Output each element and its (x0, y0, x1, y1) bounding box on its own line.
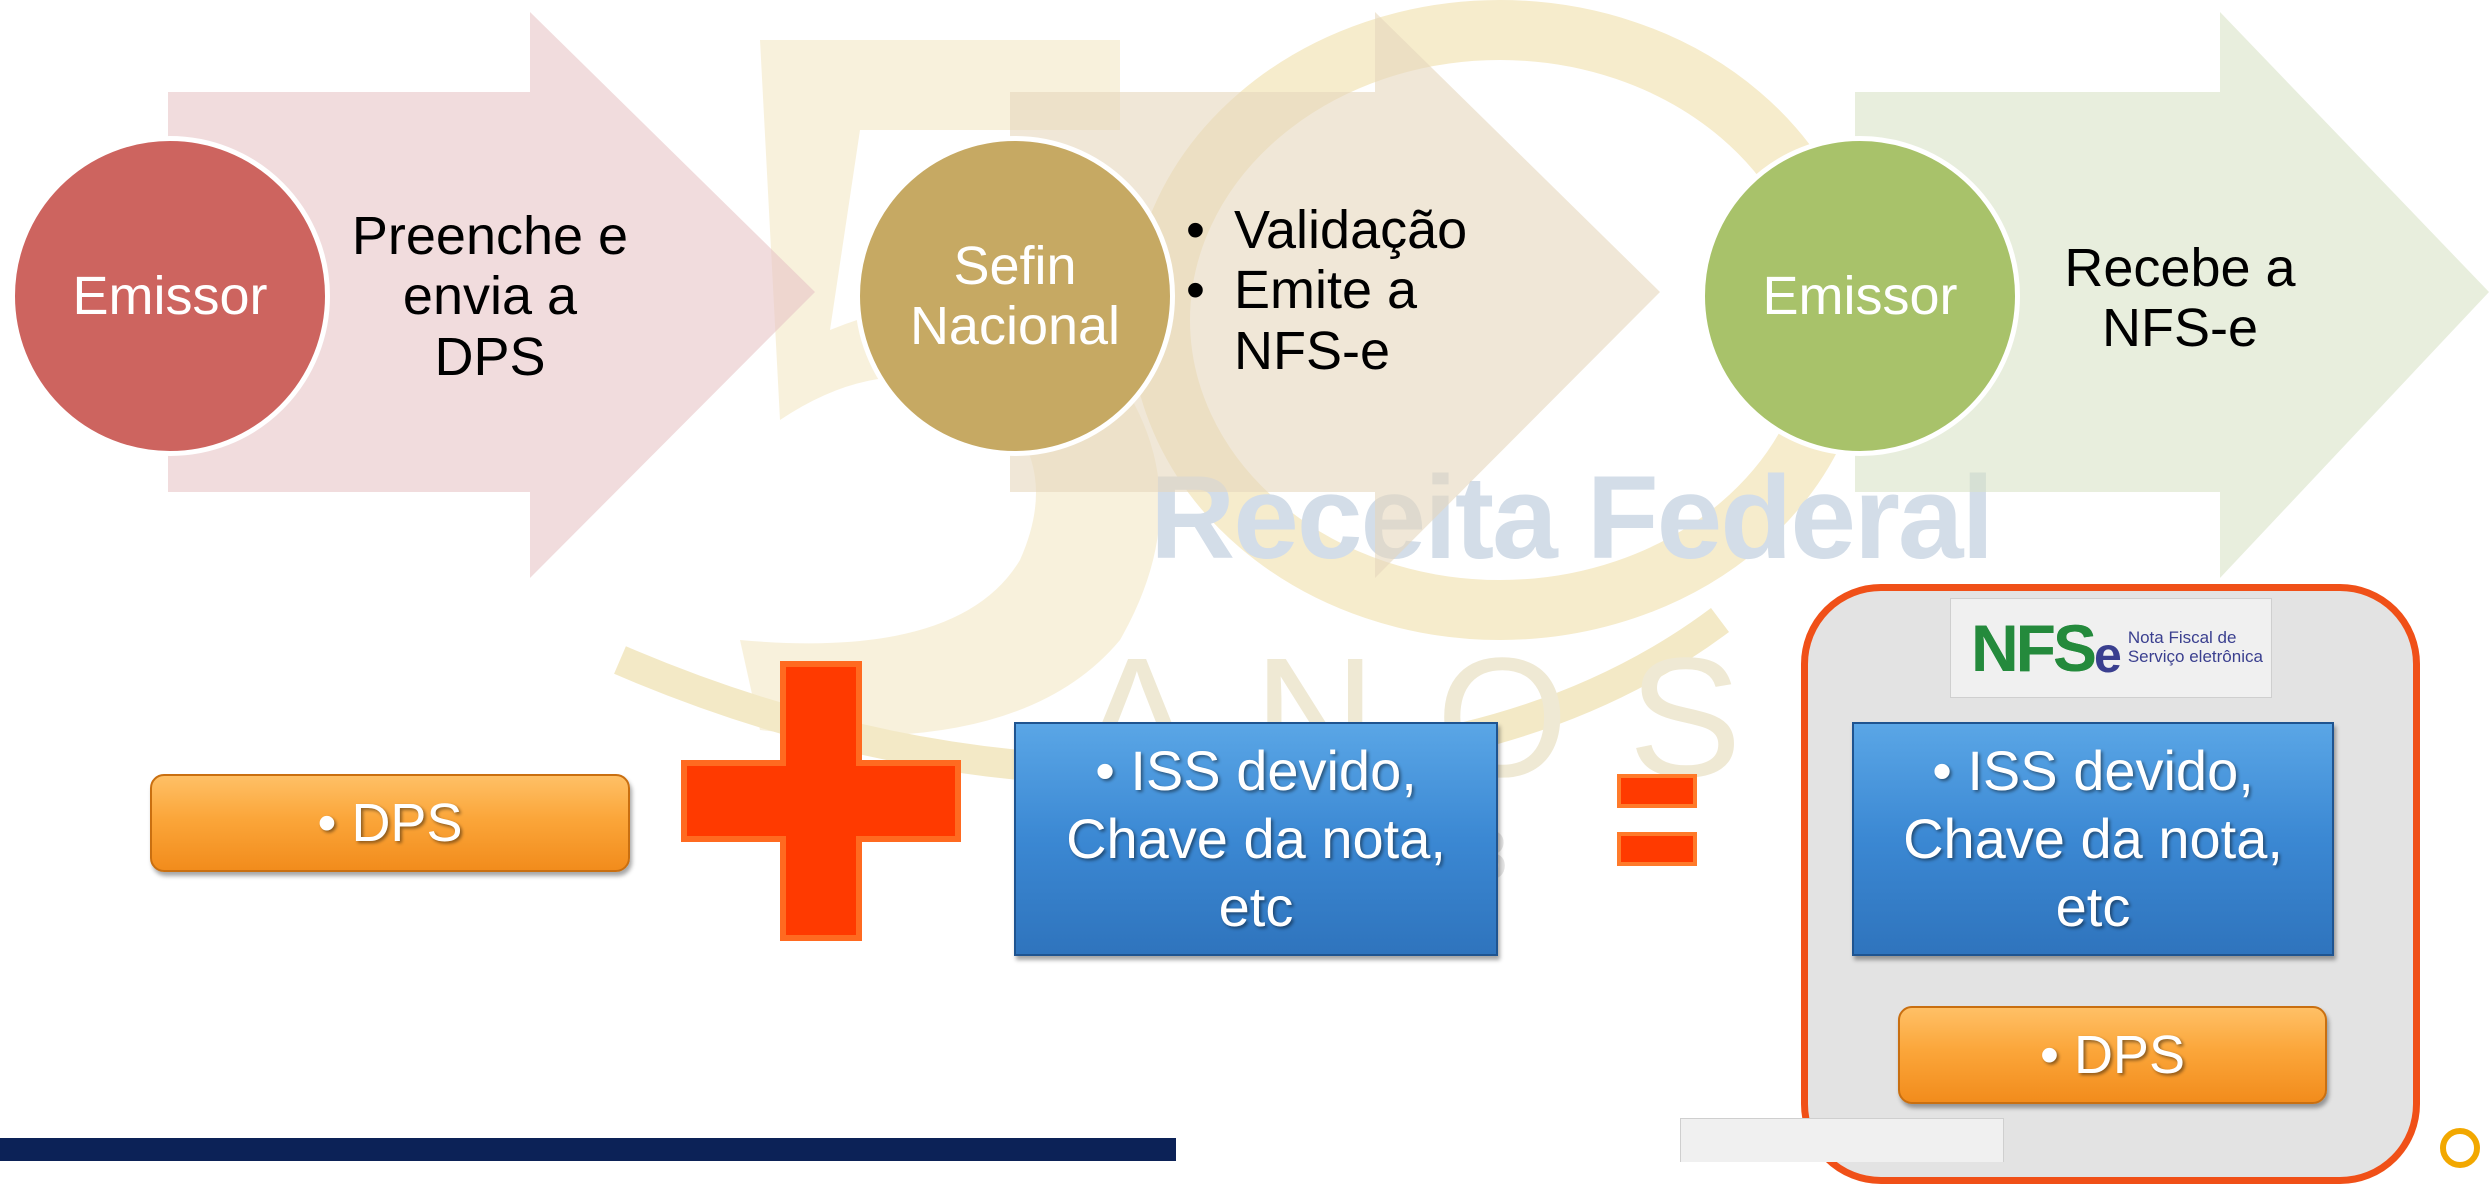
panel-iss-line: etc (2055, 875, 2131, 939)
step1-circle: Emissor (10, 136, 330, 456)
iss-box-line: etc (1218, 875, 1294, 939)
footer-emblem (2440, 1128, 2480, 1168)
nfse-logo-caption-line: Nota Fiscal de (2127, 628, 2237, 648)
step2-bullet-item: Validação (1186, 200, 1526, 261)
panel-iss-box: ISS devido, Chave da nota, etc (1852, 722, 2334, 956)
step3-description: Recebe a NFS-e (2030, 238, 2330, 359)
step3-circle: Emissor (1700, 136, 2020, 456)
step2-circle-line: Nacional (909, 296, 1121, 356)
step2-circle: Sefin Nacional (855, 136, 1175, 456)
plus-icon (681, 661, 961, 941)
step1-description: Preenche e envia a DPS (340, 206, 640, 387)
step2-circle-line: Sefin (953, 235, 1077, 296)
step3-line: NFS-e (2101, 298, 2258, 359)
step1-line: DPS (434, 326, 546, 387)
nfse-logo-e: e (2094, 627, 2122, 683)
nfse-logo-letters: NFS (1971, 611, 2097, 685)
panel-iss-line: ISS devido, (1932, 737, 2253, 805)
iss-box-line: ISS devido, (1095, 737, 1416, 805)
step2-bullet-item: Emite a NFS-e (1186, 260, 1474, 381)
nfse-logo-caption: Nota Fiscal de Serviço eletrônica (2128, 629, 2263, 666)
step3-arrow (1855, 12, 2489, 578)
step1-circle-label: Emissor (72, 265, 268, 326)
step1-arrow (168, 12, 815, 578)
panel-dps-label: DPS (2040, 1024, 2185, 1086)
step3-circle-label: Emissor (1762, 265, 1958, 326)
step3-line: Recebe a (2064, 238, 2296, 298)
nfse-logo-caption-line: Serviço eletrônica (2127, 647, 2263, 666)
panel-dps-box: DPS (1898, 1006, 2327, 1104)
dps-box-label: DPS (318, 792, 462, 854)
footer-logo-fragment (1680, 1118, 2004, 1162)
panel-iss-line: Chave da nota, (1903, 806, 2283, 870)
iss-box-line: Chave da nota, (1066, 806, 1446, 870)
step2-bullets: Validação Emite a NFS-e (1186, 200, 1526, 381)
iss-box: ISS devido, Chave da nota, etc (1014, 722, 1498, 956)
equals-icon (1617, 774, 1697, 870)
step1-line: envia a (402, 266, 578, 327)
nfse-logo: NFS e Nota Fiscal de Serviço eletrônica (1950, 598, 2272, 698)
dps-box: DPS (150, 774, 630, 872)
footer-bar (0, 1138, 1176, 1161)
step1-line: Preenche e (351, 206, 629, 266)
